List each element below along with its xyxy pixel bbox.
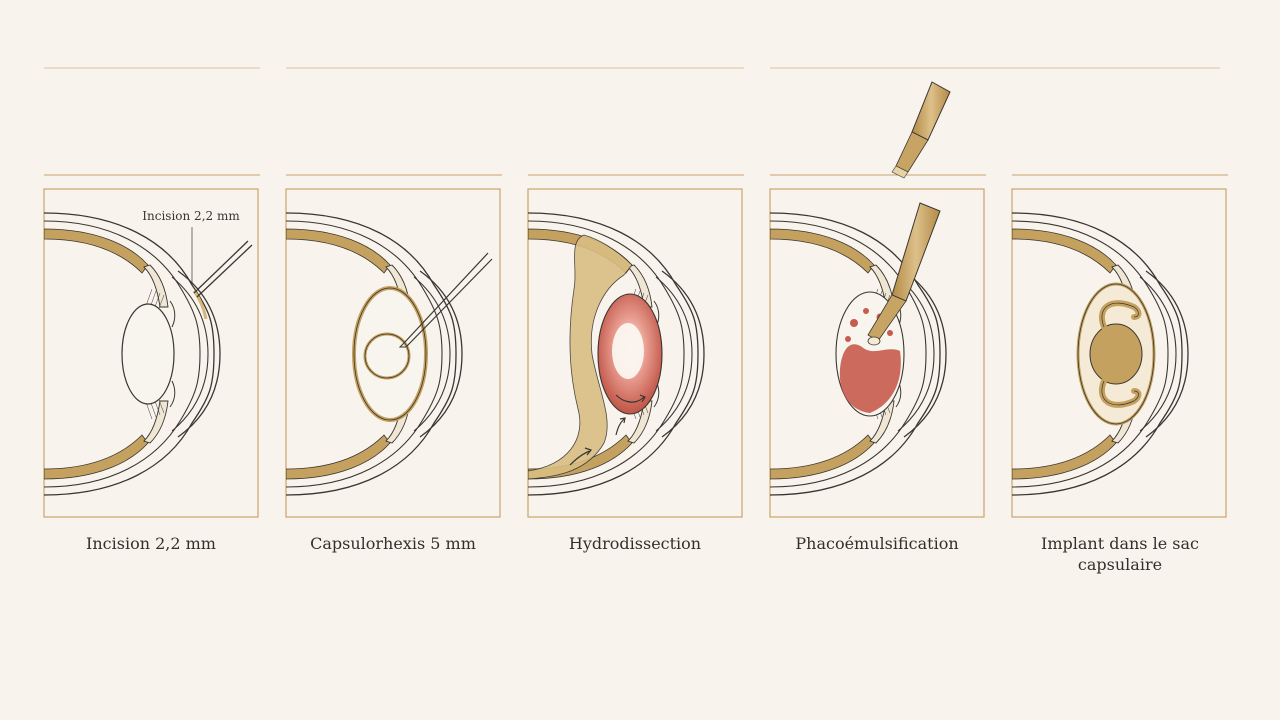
top-rules (44, 67, 1228, 176)
panel-hydrodissection (527, 188, 743, 518)
rotation-arrow-icon (569, 394, 646, 466)
intraocular-lens-icon (1089, 300, 1143, 408)
phaco-probe-icon (891, 81, 951, 179)
panel-implant (1011, 188, 1227, 518)
incision-knife-icon (193, 240, 253, 298)
caption-incision: Incision 2,2 mm (86, 534, 216, 553)
caption-implant: Implant dans le sac capsulaire (1041, 534, 1199, 574)
caption-phaco: Phacoémulsification (795, 534, 959, 553)
caption-hydrodissection: Hydrodissection (568, 534, 702, 553)
incision-callout: Incision 2,2 mm (142, 209, 240, 223)
panel-incision: Incision 2,2 mm (43, 188, 259, 518)
forceps-icon (398, 252, 493, 348)
panel-phaco (769, 81, 985, 518)
panel-capsulorhexis (285, 188, 501, 518)
caption-capsulorhexis: Capsulorhexis 5 mm (310, 534, 476, 553)
